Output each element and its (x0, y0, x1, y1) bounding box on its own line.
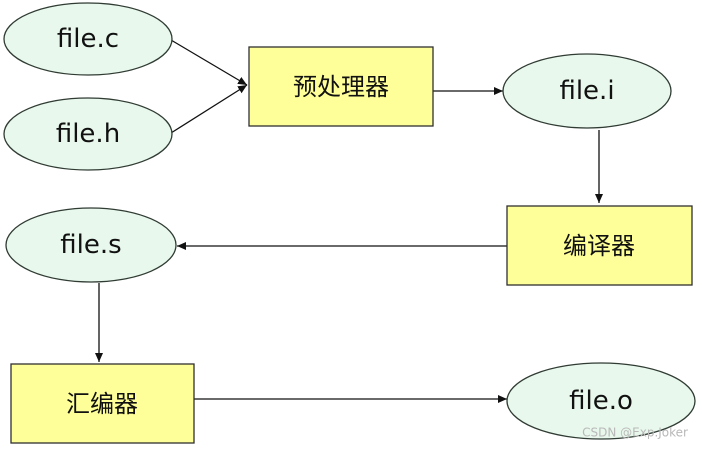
assembler-node: 汇编器 (10, 363, 195, 444)
file-c-node: file.c (3, 2, 173, 76)
preprocessor-node: 预处理器 (248, 46, 434, 127)
file-h-label: file.h (56, 119, 120, 149)
file-s-node: file.s (5, 207, 177, 283)
file-o-node: file.o (506, 362, 696, 440)
assembler-label: 汇编器 (66, 390, 138, 418)
edge-file-h-to-preprocessor (170, 84, 248, 134)
preprocessor-label: 预处理器 (293, 73, 389, 101)
edge-file-c-to-preprocessor (170, 39, 248, 86)
compiler-label: 编译器 (563, 232, 635, 260)
file-i-label: file.i (559, 76, 614, 106)
file-o-label: file.o (569, 386, 633, 416)
file-i-node: file.i (502, 53, 672, 129)
file-s-label: file.s (60, 230, 121, 260)
watermark-text: CSDN @Exp.Joker (582, 426, 688, 440)
file-h-node: file.h (3, 97, 173, 171)
file-c-label: file.c (57, 24, 119, 54)
compiler-node: 编译器 (506, 205, 693, 286)
